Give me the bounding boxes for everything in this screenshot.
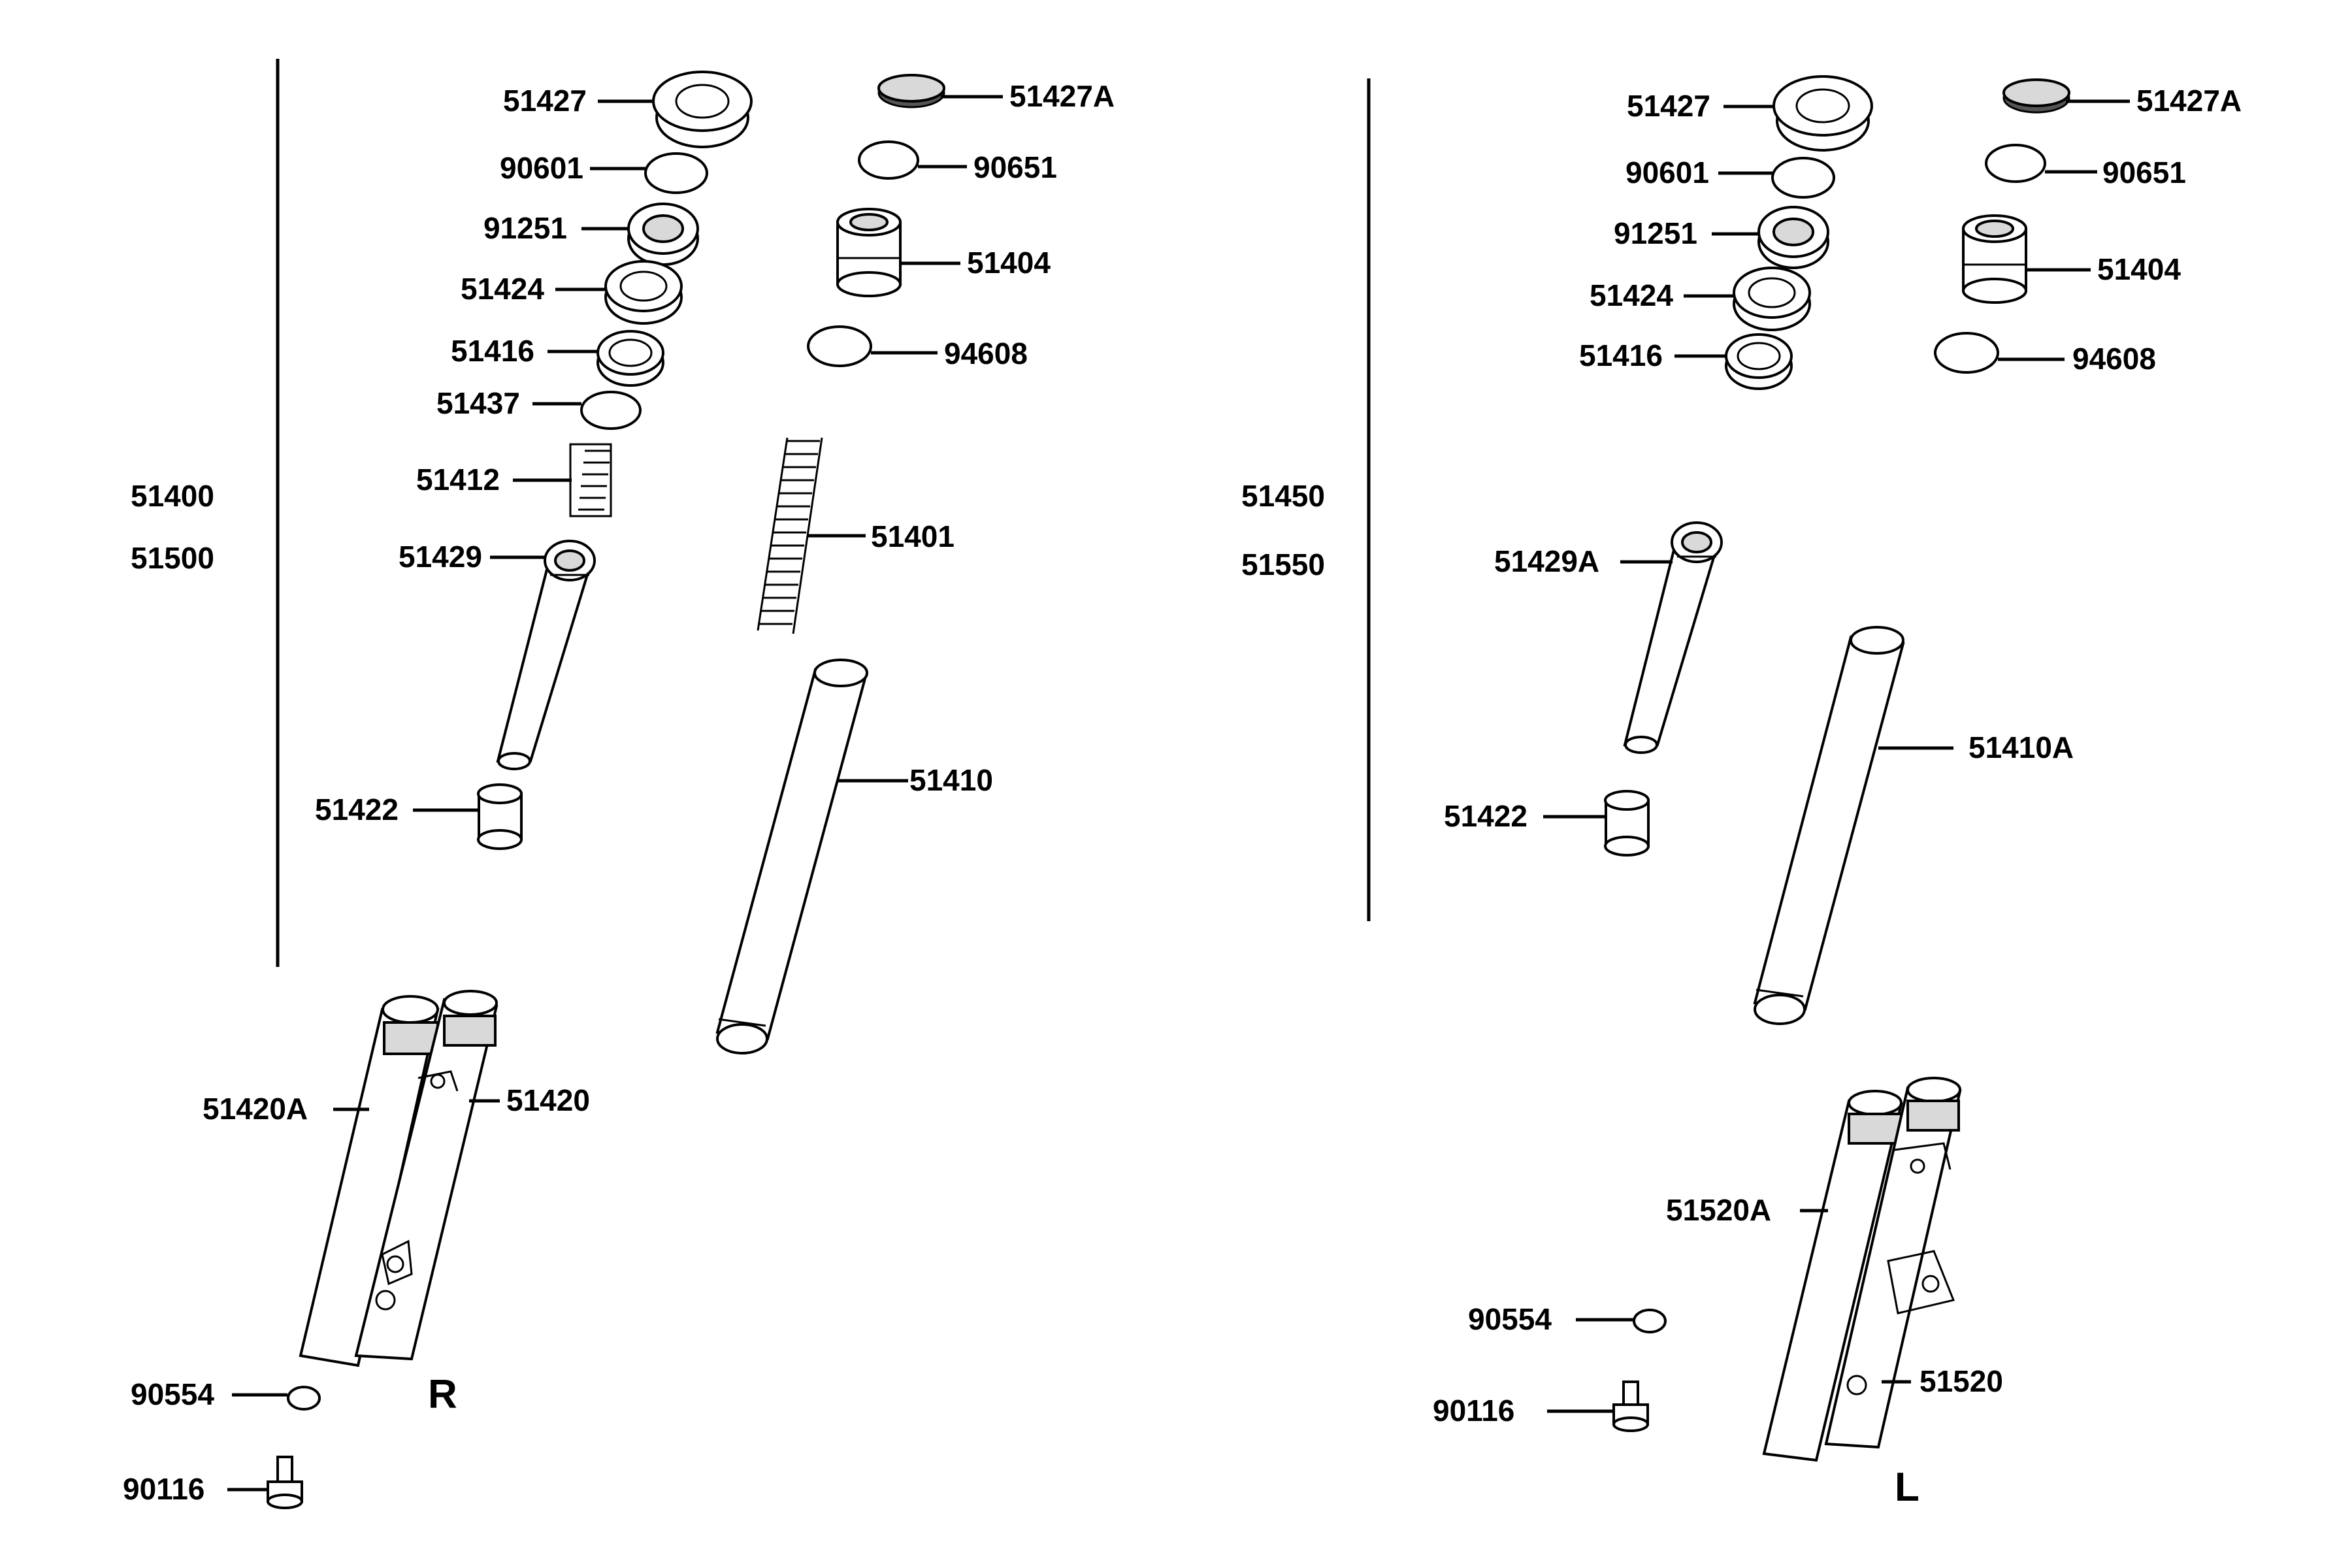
part-51427-top-cap — [1772, 75, 1873, 152]
label-51429: 51429 — [399, 540, 482, 574]
label-94608: 94608 — [2072, 342, 2156, 376]
part-51424-bearing-race — [1733, 267, 1811, 331]
part-51422-collar — [1604, 790, 1650, 857]
label-51404: 51404 — [2097, 252, 2181, 286]
part-90554-washer — [287, 1386, 321, 1411]
right-assembly: 51450 51550 51427 51427A 90601 90651 — [1241, 75, 2242, 1510]
label-91251: 91251 — [1614, 216, 1697, 250]
part-90554-washer — [1633, 1309, 1667, 1333]
part-51520-lower-fork-legs — [1762, 1077, 1962, 1462]
label-51422: 51422 — [1444, 799, 1527, 833]
label-51420: 51420 — [506, 1083, 590, 1117]
label-90651: 90651 — [2102, 155, 2186, 189]
part-51422-collar — [477, 783, 523, 850]
part-51424-bearing-race — [604, 260, 683, 325]
assembly-label-51550: 51550 — [1241, 547, 1325, 581]
part-51429-damper-rod — [496, 540, 596, 770]
label-51416: 51416 — [1579, 338, 1663, 372]
label-51416: 51416 — [451, 334, 534, 368]
part-90601-o-ring — [644, 152, 708, 194]
assembly-label-51500: 51500 — [131, 541, 214, 575]
part-94608-washer — [1934, 332, 1999, 374]
label-51427A: 51427A — [2136, 84, 2242, 118]
assembly-label-51450: 51450 — [1241, 479, 1325, 513]
assembly-label-51400: 51400 — [131, 479, 214, 513]
label-90651: 90651 — [973, 150, 1057, 184]
part-51404-bushing — [1962, 214, 2027, 304]
label-90601: 90601 — [1625, 155, 1709, 189]
side-label-left: L — [1895, 1465, 1919, 1510]
label-51429A: 51429A — [1494, 544, 1599, 578]
label-51412: 51412 — [416, 463, 500, 497]
label-51520: 51520 — [1919, 1364, 2003, 1398]
part-51427A-plug — [877, 74, 945, 108]
part-90651-o-ring — [1985, 144, 2046, 183]
label-90554: 90554 — [131, 1377, 214, 1411]
label-90554: 90554 — [1468, 1302, 1552, 1336]
part-51437-ring — [580, 391, 642, 430]
part-51410-fork-tube — [715, 659, 868, 1054]
label-51401: 51401 — [871, 519, 955, 553]
part-90116-bolt — [267, 1456, 303, 1509]
part-51404-bushing — [836, 208, 902, 297]
label-51427: 51427 — [1627, 89, 1710, 123]
label-51427: 51427 — [503, 84, 587, 118]
left-assembly: 51400 51500 51427 51427A 90601 90651 — [123, 59, 1115, 1509]
part-51427A-plug — [2002, 78, 2070, 114]
part-51416-seal — [596, 330, 664, 387]
part-51429A-damper-rod — [1623, 521, 1723, 754]
label-51404: 51404 — [967, 246, 1051, 280]
label-51520A: 51520A — [1666, 1193, 1771, 1227]
part-51410A-fork-tube — [1753, 626, 1905, 1025]
part-90601-o-ring — [1771, 157, 1835, 199]
label-90116: 90116 — [123, 1472, 204, 1506]
label-51420A: 51420A — [203, 1092, 308, 1126]
label-91251: 91251 — [483, 211, 567, 245]
label-51422: 51422 — [315, 792, 399, 826]
part-51412-short-spring — [569, 443, 612, 517]
part-90651-o-ring — [858, 140, 919, 180]
label-51427A: 51427A — [1009, 79, 1115, 113]
part-94608-washer — [807, 325, 872, 367]
side-label-right: R — [428, 1372, 457, 1417]
label-51437: 51437 — [436, 386, 520, 420]
part-51416-seal — [1725, 333, 1793, 390]
part-51420-lower-fork-legs — [299, 990, 498, 1367]
part-51427-top-cap — [652, 71, 753, 148]
label-51424: 51424 — [461, 272, 544, 306]
label-51424: 51424 — [1590, 278, 1673, 312]
part-91251-bearing — [627, 203, 699, 266]
label-94608: 94608 — [944, 336, 1028, 370]
label-90116: 90116 — [1433, 1394, 1514, 1428]
part-91251-bearing — [1757, 206, 1829, 269]
part-90116-bolt — [1612, 1380, 1649, 1432]
label-90601: 90601 — [500, 151, 583, 185]
label-51410: 51410 — [909, 763, 993, 797]
label-51410A: 51410A — [1968, 730, 2074, 764]
